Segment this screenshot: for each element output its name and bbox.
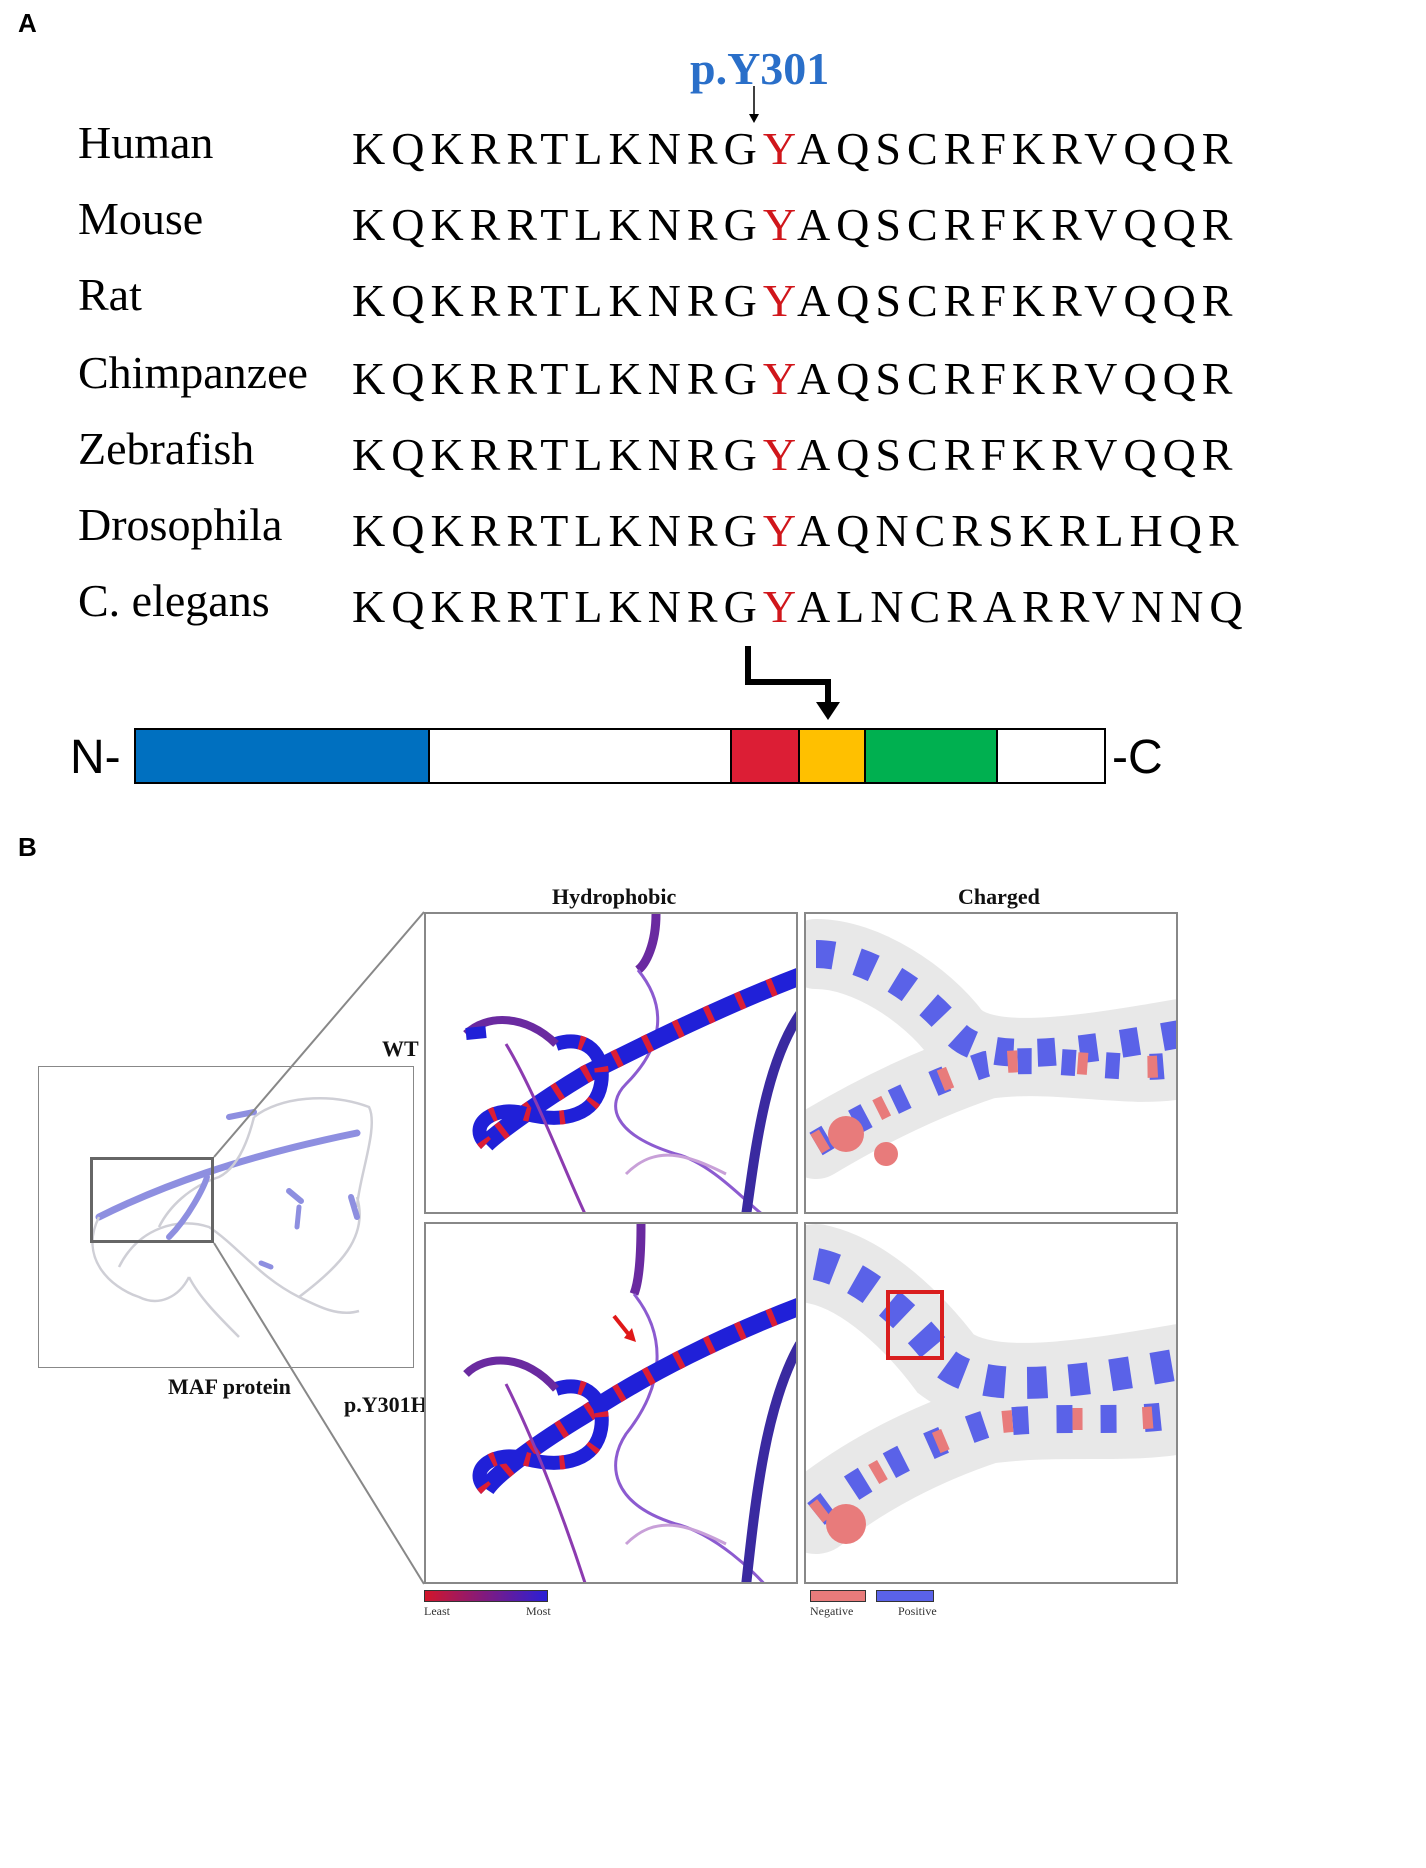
sequence-suffix: ALNCRARRVNNQ bbox=[796, 581, 1249, 632]
panel-b-letter: B bbox=[18, 832, 37, 862]
sequence-suffix: AQSCRFKRVQQR bbox=[796, 353, 1239, 404]
sequence-prefix: KQKRRTLKNRG bbox=[352, 275, 763, 326]
charged-mutant-panel bbox=[804, 1222, 1178, 1584]
domain-orange bbox=[800, 730, 866, 782]
sequence-prefix: KQKRRTLKNRG bbox=[352, 505, 763, 556]
sequence-row: KQKRRTLKNRGYAQSCRFKRVQQR bbox=[352, 278, 1238, 324]
legend-positive-swatch bbox=[876, 1590, 934, 1602]
species-label: Drosophila bbox=[78, 499, 283, 550]
protein-domain-bar bbox=[134, 728, 1106, 784]
mutation-site-residue: Y bbox=[762, 429, 797, 480]
zoom-region-box bbox=[90, 1157, 214, 1243]
mutation-site-residue: Y bbox=[762, 275, 797, 326]
column-hydrophobic-label: Hydrophobic bbox=[552, 884, 677, 909]
sequence-prefix: KQKRRTLKNRG bbox=[352, 353, 763, 404]
species-label: Chimpanzee bbox=[78, 347, 308, 398]
mutation-arrow bbox=[749, 86, 759, 123]
column-charged-label: Charged bbox=[958, 884, 1040, 909]
sequence-suffix: AQSCRFKRVQQR bbox=[796, 275, 1239, 326]
sequence-suffix: AQSCRFKRVQQR bbox=[796, 199, 1239, 250]
mutation-site-residue: Y bbox=[762, 353, 797, 404]
domain-green bbox=[866, 730, 998, 782]
sequence-row: KQKRRTLKNRGYAQSCRFKRVQQR bbox=[352, 202, 1238, 248]
charged-wt-panel bbox=[804, 912, 1178, 1214]
panel-a-letter: A bbox=[18, 8, 37, 38]
legend-least: Least bbox=[424, 1604, 450, 1618]
hydrophobic-legend-bar bbox=[424, 1590, 548, 1602]
domain-spacer-1 bbox=[430, 730, 732, 782]
sequence-prefix: KQKRRTLKNRG bbox=[352, 123, 763, 174]
legend-negative-swatch bbox=[810, 1590, 866, 1602]
mutation-site-residue: Y bbox=[762, 199, 797, 250]
species-label: C. elegans bbox=[78, 575, 270, 626]
n-terminus-label: N- bbox=[70, 731, 121, 784]
domain-spacer-2 bbox=[998, 730, 1104, 782]
sequence-prefix: KQKRRTLKNRG bbox=[352, 199, 763, 250]
legend-positive: Positive bbox=[898, 1604, 937, 1618]
hydrophobic-mutant-panel bbox=[424, 1222, 798, 1584]
row-mutant-label: p.Y301H bbox=[344, 1392, 428, 1417]
species-label: Rat bbox=[78, 269, 142, 320]
species-label: Zebrafish bbox=[78, 423, 255, 474]
sequence-row: KQKRRTLKNRGYALNCRARRVNNQ bbox=[352, 584, 1249, 630]
domain-transactivation bbox=[136, 730, 430, 782]
species-label: Mouse bbox=[78, 193, 204, 244]
mutation-site-residue: Y bbox=[762, 505, 797, 556]
overview-ribbon bbox=[91, 1097, 374, 1338]
legend-negative: Negative bbox=[810, 1604, 854, 1618]
species-label: Human bbox=[78, 117, 214, 168]
sequence-row: KQKRRTLKNRGYAQSCRFKRVQQR bbox=[352, 356, 1238, 402]
mutation-site-residue: Y bbox=[762, 123, 797, 174]
sequence-row: KQKRRTLKNRGYAQSCRFKRVQQR bbox=[352, 126, 1238, 172]
mutation-highlight-box bbox=[886, 1290, 944, 1360]
overview-label: MAF protein bbox=[168, 1374, 291, 1399]
legend-most: Most bbox=[526, 1604, 551, 1618]
row-wt-label: WT bbox=[382, 1036, 419, 1061]
hydrophobic-wt-panel bbox=[424, 912, 798, 1214]
mutation-site-residue: Y bbox=[762, 581, 797, 632]
c-terminus-label: -C bbox=[1112, 731, 1163, 784]
domain-red bbox=[732, 730, 800, 782]
sequence-row: KQKRRTLKNRGYAQSCRFKRVQQR bbox=[352, 432, 1238, 478]
sequence-suffix: AQNCRSKRLHQR bbox=[796, 505, 1245, 556]
overview-structure-box bbox=[38, 1066, 414, 1368]
connector-arrow bbox=[745, 646, 840, 720]
sequence-row: KQKRRTLKNRGYAQNCRSKRLHQR bbox=[352, 508, 1245, 554]
sequence-prefix: KQKRRTLKNRG bbox=[352, 581, 763, 632]
sequence-suffix: AQSCRFKRVQQR bbox=[796, 429, 1239, 480]
sequence-prefix: KQKRRTLKNRG bbox=[352, 429, 763, 480]
sequence-suffix: AQSCRFKRVQQR bbox=[796, 123, 1239, 174]
mutation-label: p.Y301 bbox=[690, 43, 830, 94]
